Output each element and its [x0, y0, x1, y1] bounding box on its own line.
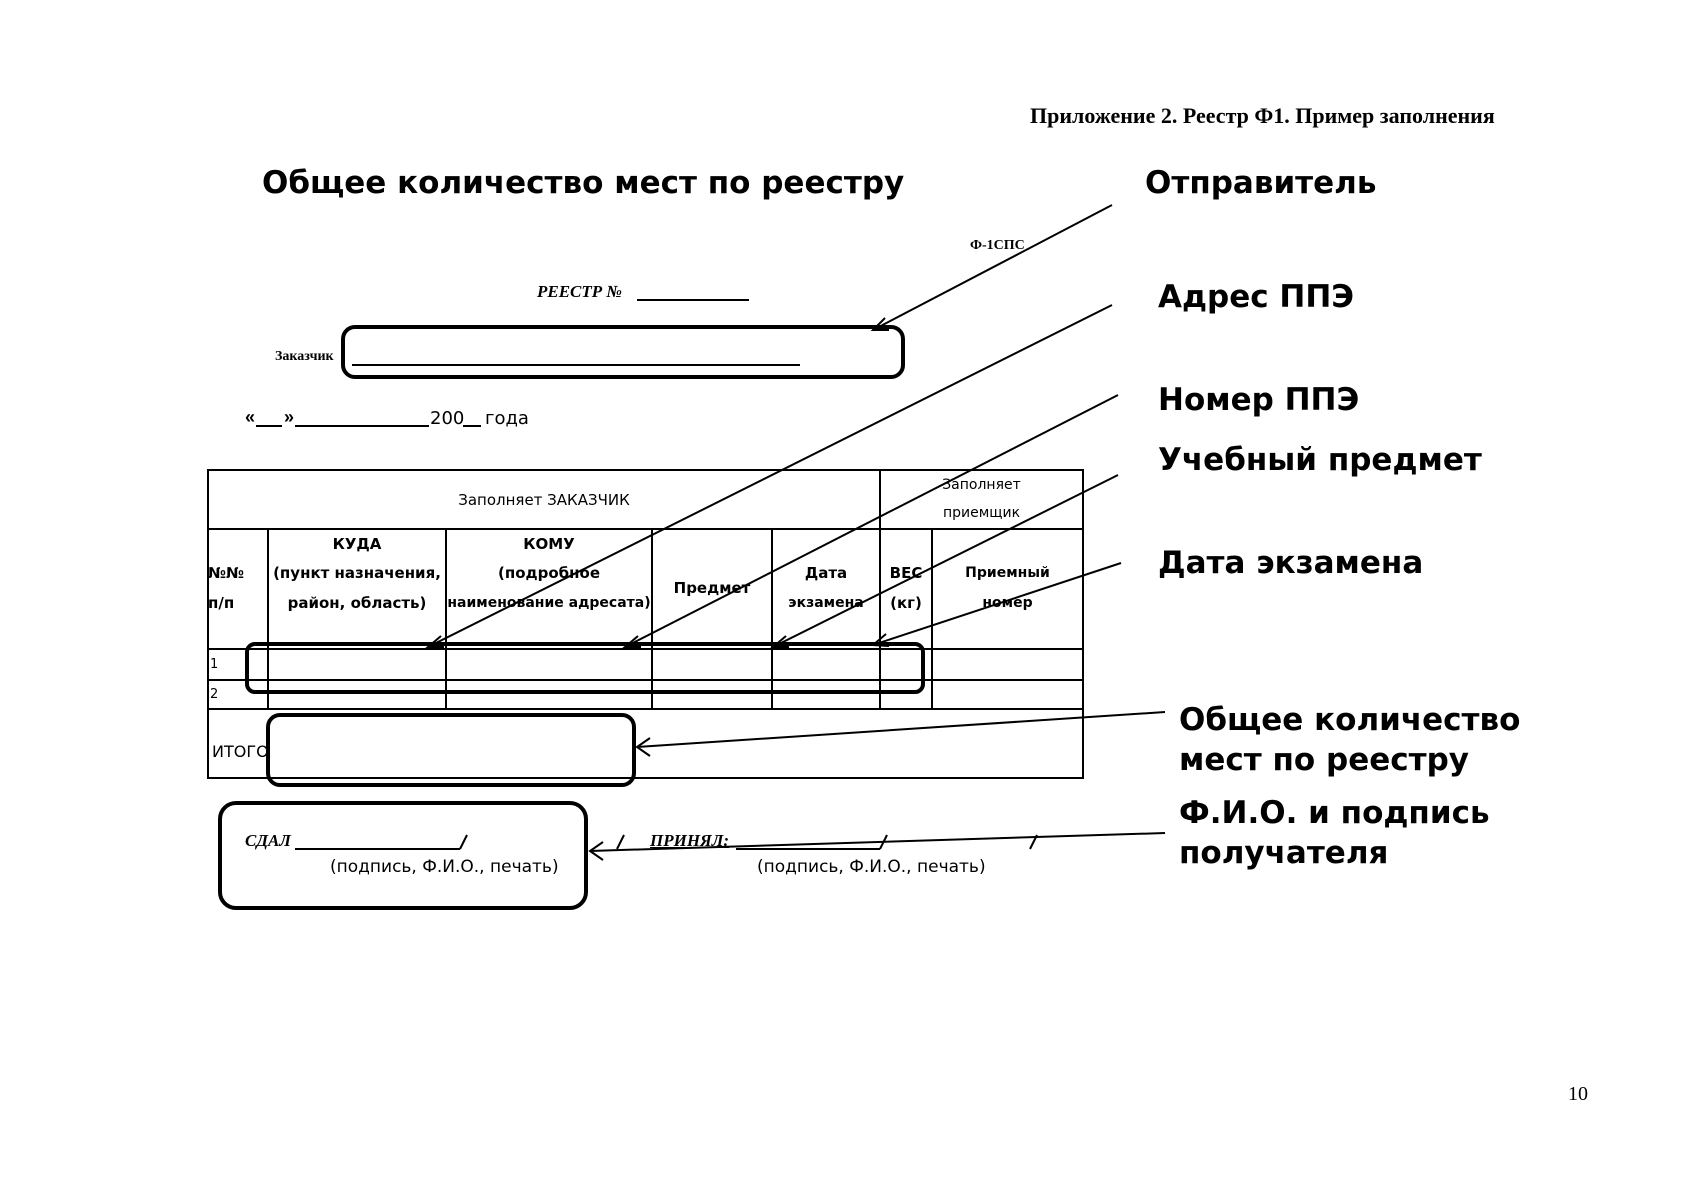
received-slash-3: [1029, 834, 1038, 850]
handed-hint: (подпись, Ф.И.О., печать): [330, 857, 559, 877]
date-month-line: [295, 425, 429, 427]
arrowhead-number: [622, 635, 641, 648]
arrowhead-sender: [870, 317, 889, 331]
callout-subject: Учебный предмет: [1158, 442, 1482, 478]
date-suffix: года: [485, 408, 529, 429]
section-receiver-line1: Заполняет: [942, 477, 1021, 493]
row-number-2: 2: [210, 687, 219, 702]
callout-sender: Отправитель: [1145, 165, 1377, 201]
received-hint: (подпись, Ф.И.О., печать): [757, 857, 986, 877]
arrow-exam-date: [872, 562, 1122, 646]
callout-exam-date: Дата экзамена: [1158, 545, 1424, 581]
customer-line: [352, 364, 800, 366]
received-label: ПРИНЯЛ:: [650, 831, 730, 850]
col-date-line2: экзамена: [788, 595, 864, 611]
col-weight-line2: (кг): [890, 594, 922, 612]
arrow-address: [427, 304, 1113, 648]
row-number-1: 1: [210, 657, 219, 672]
arrowhead-total: [635, 737, 651, 757]
callout-number: Номер ППЭ: [1158, 382, 1360, 418]
col-weight-line1: ВЕС: [889, 564, 923, 582]
top-title: Общее количество мест по реестру: [262, 165, 905, 201]
col-where-line3: район, область): [287, 594, 427, 612]
date-quote-close: »: [284, 407, 295, 427]
section-receiver-line2: приемщик: [942, 505, 1021, 521]
handed-slash: [459, 834, 468, 850]
col-where-line1: КУДА: [332, 535, 382, 553]
date-year-line: [463, 425, 481, 427]
section-customer: Заполняет ЗАКАЗЧИК: [458, 491, 630, 509]
registry-number-line: [637, 299, 749, 301]
arrow-recipient: [589, 832, 1166, 852]
arrowhead-recipient: [588, 841, 604, 861]
col-whom-line1: КОМУ: [523, 535, 575, 553]
arrowhead-subject: [770, 635, 789, 648]
received-slash-2: [879, 834, 888, 850]
total-label: ИТОГО: [212, 742, 269, 761]
highlight-row-fields: [245, 642, 925, 694]
highlight-customer-field: [341, 325, 905, 379]
arrow-subject: [772, 474, 1119, 648]
handed-label: СДАЛ: [245, 831, 291, 850]
col-whom-line3: наименование адресата): [447, 595, 651, 611]
customer-label: Заказчик: [275, 349, 334, 364]
form-code: Ф-1СПС: [970, 238, 1025, 253]
callout-recipient-line1: Ф.И.О. и подпись: [1179, 795, 1490, 831]
callout-total-line1: Общее количество: [1179, 702, 1521, 738]
table-outline: [207, 469, 1084, 779]
callout-total-line2: мест по реестру: [1179, 742, 1469, 778]
page-number: 10: [1568, 1083, 1588, 1105]
date-quote-open: «: [245, 407, 256, 427]
col-date-line1: Дата: [804, 564, 848, 582]
col-whom-line2: (подробное: [498, 564, 600, 582]
callout-recipient-line2: получателя: [1179, 835, 1389, 871]
arrowhead-address: [425, 635, 444, 648]
appendix-title: Приложение 2. Реестр Ф1. Пример заполнен…: [1030, 103, 1495, 128]
col-receipt-line1: Приемный: [965, 565, 1050, 581]
col-num-line2: п/п: [208, 594, 235, 612]
highlight-handed-signature: [218, 801, 588, 910]
highlight-total-field: [266, 713, 636, 787]
col-subject: Предмет: [673, 579, 751, 597]
col-receipt-line2: номер: [982, 595, 1033, 611]
arrow-total: [636, 711, 1166, 748]
arrow-sender: [872, 204, 1113, 331]
date-day-line: [256, 425, 282, 427]
col-where-line2: (пункт назначения,: [273, 564, 441, 582]
date-year: 200: [430, 408, 465, 429]
registry-label: РЕЕСТР №: [537, 282, 622, 301]
arrow-number: [624, 394, 1119, 648]
col-num-line1: №№: [208, 564, 245, 582]
callout-address: Адрес ППЭ: [1158, 279, 1355, 315]
received-slash-1: [616, 834, 625, 850]
